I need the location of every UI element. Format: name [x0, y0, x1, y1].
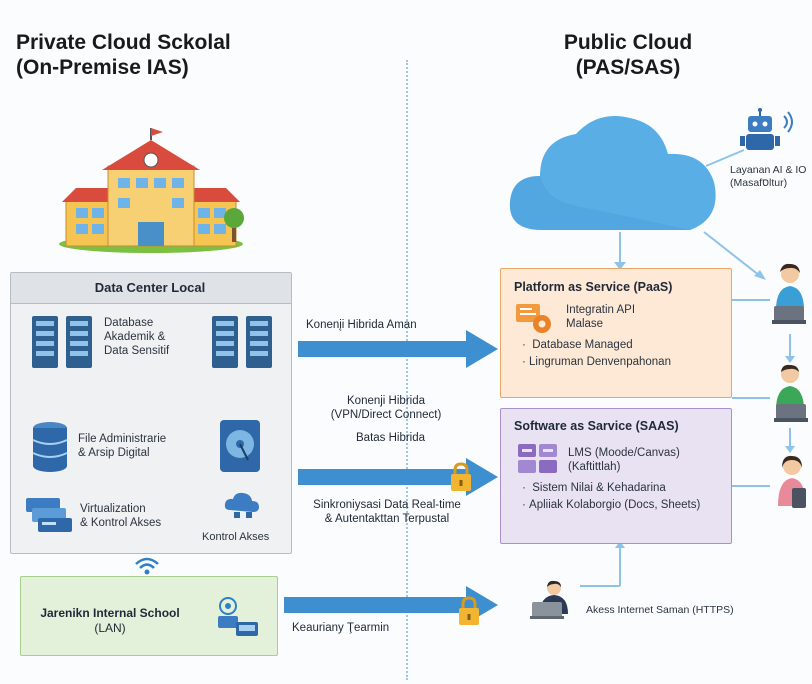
paas-bullet1: · Database Managed — [522, 339, 633, 351]
saas-panel — [500, 408, 732, 544]
internet-access-label: Akess Internet Saman (HTTPS) — [586, 604, 734, 616]
arrow-label-2-line1: Konenji Hibrida — [347, 395, 425, 407]
ai-service-label-line2: (Masafסltur) — [730, 177, 788, 189]
file-admin-label: File Administrarie & Arsip Digital — [78, 432, 166, 460]
arrow-label-3-line2: & Autentakttan Terpustal — [324, 513, 450, 525]
arrow-label-2-line2: (VPN/Direct Connect) — [330, 409, 442, 421]
public-cloud-icon — [509, 116, 716, 230]
cloud-network-icon — [224, 492, 259, 518]
paas-feature: Integratin API Malase — [566, 303, 635, 331]
hybrid-boundary-line — [406, 60, 408, 680]
paas-bullet2-text: Lingruman Denvenpahonan — [529, 356, 671, 368]
public-cloud-title: Public Cloud (PAS/SAS) — [548, 30, 708, 80]
public-cloud-title-line2: (PAS/SAS) — [575, 56, 681, 79]
virtualization-label-line2: & Kontrol Akses — [80, 517, 162, 529]
saas-bullet1-text: Sistem Nilai & Kehadarina — [532, 482, 666, 494]
paas-title: Platform as Service (PaaS) — [514, 280, 673, 294]
virtualization-label-line1: Virtualization — [80, 503, 146, 515]
lan-sub: (LAN) — [94, 621, 126, 635]
database-label-line1: Database — [104, 317, 154, 329]
saas-line2: (Kaftittlah) — [568, 461, 621, 473]
user-laptop-icon — [774, 364, 808, 422]
arrow-label-3: Sinkroniysasi Data Real-time & Autentakt… — [302, 498, 472, 526]
saas-line1: LMS (Moode/Canvas) — [568, 447, 680, 459]
paas-panel — [500, 268, 732, 398]
user-tablet-icon — [778, 455, 806, 508]
internet-user-icon — [530, 580, 568, 619]
hard-drive-icon — [220, 420, 260, 472]
lock-icon — [451, 462, 471, 491]
kontrol-akses-label: Kontrol Akses — [202, 531, 270, 543]
hybrid-arrow-1 — [298, 330, 498, 368]
saas-title: Software as Sarvice (SAAS) — [514, 419, 679, 433]
private-cloud-title: Private Cloud Sckolal (On-Premise IAS) — [16, 30, 231, 80]
arrow-label-1: Konenįi Hibrida Aman — [306, 319, 417, 331]
file-admin-label-line2: & Arsip Digital — [78, 447, 150, 459]
database-label-line3: Data Sensitif — [104, 345, 170, 357]
database-icon — [32, 422, 68, 472]
arrow-label-2: Konenji Hibrida (VPN/Direct Connect) — [316, 394, 456, 422]
arrow-label-4: Keauriany Ţearmin — [292, 622, 390, 634]
saas-bullet2: · Apliiak Kolaborgio (Docs, Sheets) — [522, 499, 701, 511]
private-cloud-title-line2: (On-Premise IAS) — [16, 56, 189, 79]
virtualization-icon — [26, 498, 72, 532]
data-center-title: Data Center Local — [94, 280, 206, 295]
lan-title: Jarenikn Internal School — [40, 606, 180, 620]
lock-icon — [459, 596, 479, 625]
paas-bullet1-text: Database Managed — [532, 339, 633, 351]
database-label-line2: Akademik & — [104, 331, 166, 343]
paas-bullet2: · Lingruman Denvenpahonan — [522, 356, 671, 368]
server-rack-icon — [32, 316, 92, 368]
network-device-icon — [218, 597, 258, 636]
lan-label: Jarenikn Internal School (LAN) — [30, 606, 190, 636]
wifi-icon — [135, 557, 159, 575]
saas-bullet2-text: Apliiak Kolaborgio (Docs, Sheets) — [529, 499, 701, 511]
robot-icon — [740, 108, 793, 150]
api-gear-icon — [516, 304, 551, 333]
arrow-label-3-line1: Sinkroniysasi Data Real-time — [313, 499, 461, 511]
server-rack-icon — [212, 316, 272, 368]
paas-line2: Malase — [566, 318, 604, 330]
file-admin-label-line1: File Administrarie — [78, 433, 167, 445]
private-cloud-title-line1: Private Cloud Sckolal — [16, 31, 231, 54]
database-label: Database Akademik & Data Sensitif — [104, 316, 169, 358]
saas-bullet1: · Sistem Nilai & Kehadarina — [522, 482, 666, 494]
ai-service-label-line1: Layanan AI & IO — [730, 164, 807, 176]
school-building-icon — [59, 128, 244, 253]
hybrid-arrow-2 — [298, 458, 498, 496]
paas-line1: Integratin API — [566, 304, 636, 316]
virtualization-label: Virtualization & Kontrol Akses — [80, 502, 161, 530]
saas-feature: LMS (Moode/Canvas) (Kaftittlah) — [568, 446, 680, 474]
public-cloud-title-line1: Public Cloud — [563, 31, 693, 54]
ai-service-label: Layanan AI & IO (Masafסltur) — [730, 164, 806, 190]
hybrid-boundary-label: Batas Hibrida — [356, 432, 426, 444]
apps-icon — [518, 444, 557, 473]
user-laptop-icon — [772, 263, 806, 324]
